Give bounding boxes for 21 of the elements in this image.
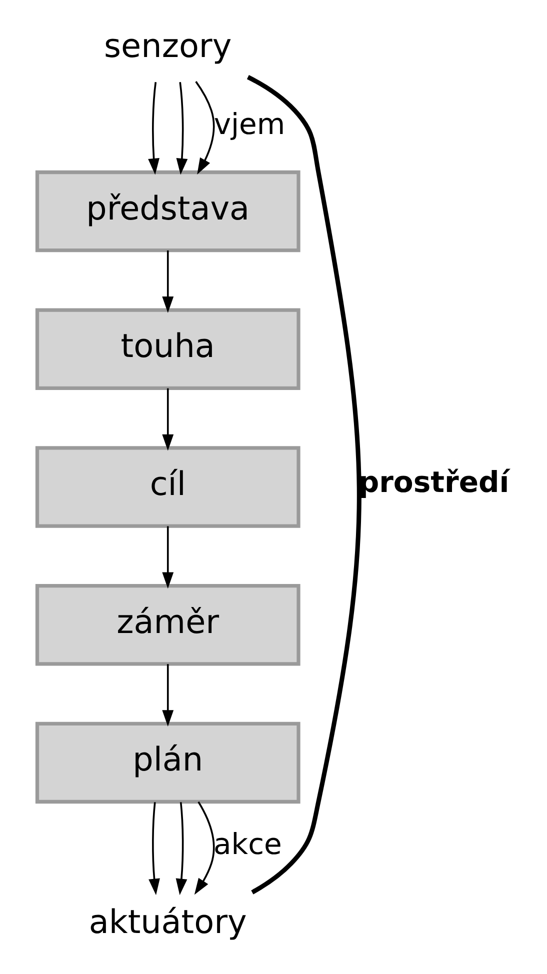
edge-label: vjem [213, 106, 285, 141]
edge-label: akce [213, 827, 282, 861]
node-box: záměr [34, 584, 300, 666]
arrow [162, 250, 174, 313]
arrow [148, 802, 160, 896]
arrow [175, 802, 187, 896]
arrow [162, 526, 174, 589]
node-text: aktuátory [88, 903, 246, 942]
edge-label: prostředí [358, 465, 509, 500]
node-text: senzory [104, 26, 232, 65]
arrow [148, 82, 159, 175]
node-box: cíl [34, 446, 300, 528]
arrow [194, 81, 214, 174]
arrow [162, 388, 174, 451]
node-box: představa [34, 170, 300, 252]
node-box: touha [34, 308, 300, 390]
node-box: plán [34, 722, 300, 804]
arrow [162, 664, 174, 726]
arrow [194, 801, 214, 895]
connector [246, 75, 361, 894]
arrow [176, 82, 188, 175]
